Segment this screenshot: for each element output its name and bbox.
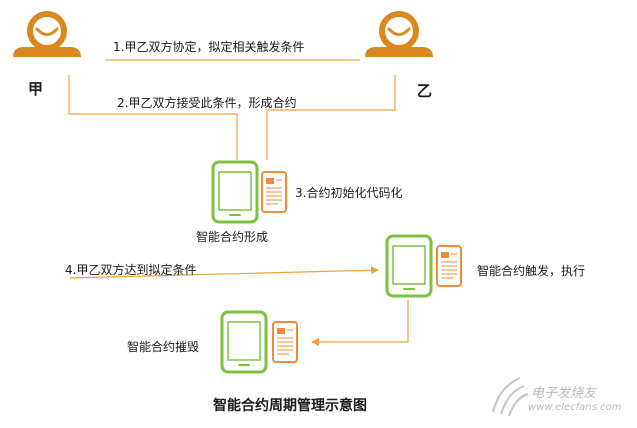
formed-contract-phone-icon [211,160,259,224]
step-2-label: 2.甲乙双方接受此条件，形成合约 [117,96,297,110]
destroy-arrow [311,300,409,346]
step-3-label: 3.合约初始化代码化 [295,186,403,200]
formed-contract-document-icon [261,171,287,213]
party-b-person-icon [365,11,433,57]
diagram-title: 智能合约周期管理示意图 [213,398,367,414]
watermark-url: www.elecfans.com [528,402,622,413]
destroyed-state-label: 智能合约摧毁 [127,340,200,354]
triggered-contract-phone-icon [385,234,433,298]
formed-state-label: 智能合约形成 [196,230,269,244]
step4-arrow [69,266,379,279]
destroyed-contract-document-icon [272,321,298,363]
step-4-label: 4.甲乙双方达到拟定条件 [65,263,197,277]
connector-lines [68,59,409,346]
party-b-label: 乙 [417,82,433,100]
step2-connector-left [68,75,238,160]
triggered-contract-document-icon [436,245,462,287]
watermark-name: 电子发烧友 [531,386,597,401]
triggered-state-label: 智能合约触发，执行 [477,264,586,278]
watermark-logo-icon [492,377,529,417]
party-a-person-icon [13,11,81,57]
step2-connector-right [266,75,396,160]
party-a-label: 甲 [28,80,44,98]
destroyed-contract-phone-icon [220,310,268,374]
step-1-label: 1.甲乙双方协定，拟定相关触发条件 [113,40,305,54]
